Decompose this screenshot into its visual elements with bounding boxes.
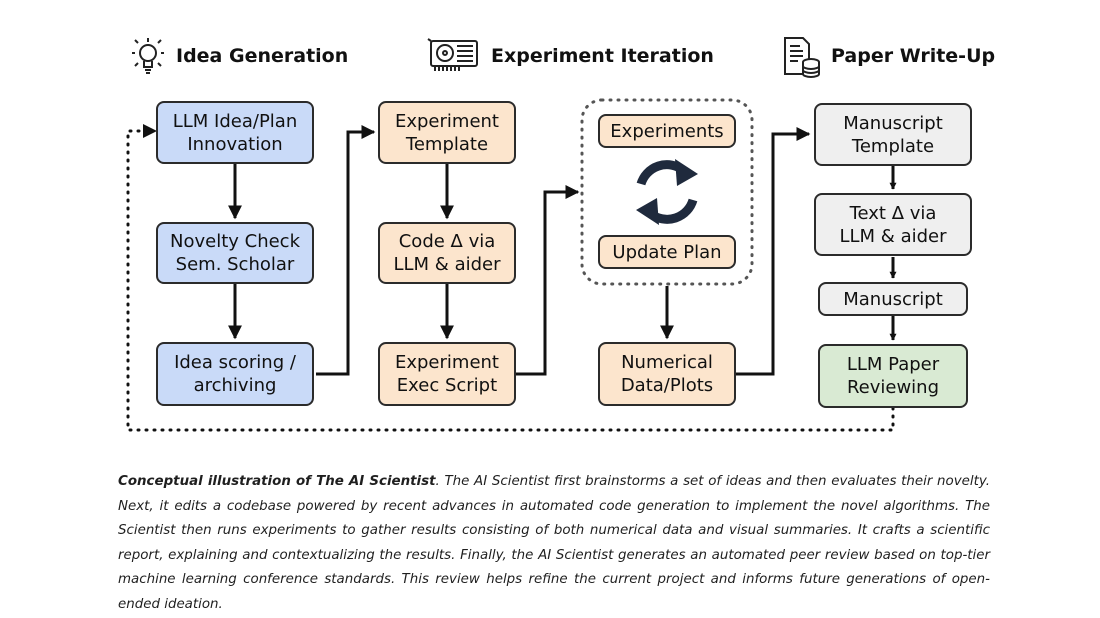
- box-text-delta: Text Δ via LLM & aider: [814, 193, 972, 256]
- header-idea-generation: Idea Generation: [130, 34, 348, 78]
- box-code-delta: Code Δ via LLM & aider: [378, 222, 516, 284]
- box-experiments: Experiments: [598, 114, 736, 148]
- figure-caption: Conceptual illustration of The AI Scient…: [118, 470, 990, 618]
- box-novelty-check: Novelty Check Sem. Scholar: [156, 222, 314, 284]
- gpu-card-icon: [427, 36, 481, 76]
- box-experiment-template: Experiment Template: [378, 101, 516, 164]
- experiment-loop-border: [580, 98, 754, 286]
- lightbulb-icon: [130, 34, 166, 78]
- arrow-exec-to-loop: [516, 185, 580, 376]
- document-database-icon: [781, 34, 821, 78]
- box-numerical-data-plots: Numerical Data/Plots: [598, 342, 736, 406]
- box-experiment-exec-script: Experiment Exec Script: [378, 342, 516, 406]
- header-idea-label: Idea Generation: [176, 45, 349, 67]
- arrow-scoring-to-template: [316, 125, 376, 376]
- flow-connectors: [126, 98, 897, 432]
- box-manuscript: Manuscript: [818, 282, 968, 316]
- box-update-plan: Update Plan: [598, 235, 736, 269]
- header-paper-write-up: Paper Write-Up: [781, 34, 995, 78]
- header-experiment-iteration: Experiment Iteration: [427, 34, 714, 78]
- caption-body: . The AI Scientist first brainstorms a s…: [118, 474, 990, 612]
- feedback-loop-connector: [126, 129, 895, 432]
- box-idea-scoring-archiving: Idea scoring / archiving: [156, 342, 314, 406]
- box-llm-idea-plan-innovation: LLM Idea/Plan Innovation: [156, 101, 314, 164]
- box-manuscript-template: Manuscript Template: [814, 103, 972, 166]
- header-experiment-label: Experiment Iteration: [491, 45, 714, 67]
- box-llm-paper-reviewing: LLM Paper Reviewing: [818, 344, 968, 408]
- arrow-numerical-to-manuscript-template: [736, 127, 811, 376]
- caption-title: Conceptual illustration of The AI Scient…: [118, 474, 436, 489]
- header-paper-label: Paper Write-Up: [831, 45, 996, 67]
